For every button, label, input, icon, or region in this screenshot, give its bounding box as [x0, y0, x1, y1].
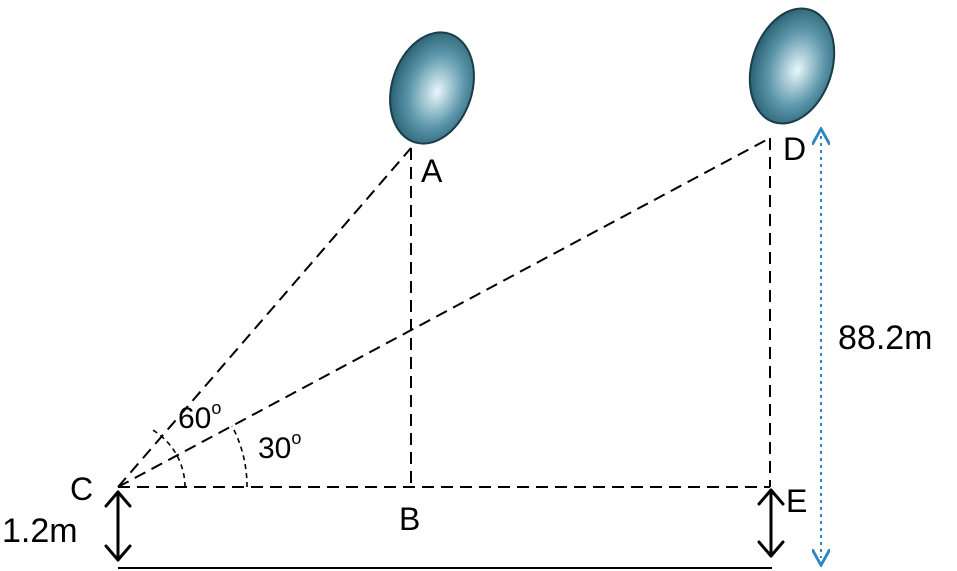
degree-mark-60: o: [211, 398, 221, 418]
balloon-d: [748, 7, 836, 125]
arc-60: [150, 428, 186, 488]
balloon-height-label: 88.2m: [838, 319, 933, 357]
label-point-b: B: [399, 501, 420, 537]
label-point-e: E: [786, 483, 807, 519]
label-point-d: D: [783, 131, 806, 167]
angle-label-30: 30o: [258, 428, 301, 465]
balloon-a: [389, 31, 475, 145]
arc-30: [231, 425, 248, 488]
label-point-a: A: [421, 153, 443, 189]
angle-arcs: [150, 425, 248, 488]
label-point-c: C: [70, 471, 93, 507]
degree-mark-30: o: [291, 428, 301, 448]
observer-height-arrow-e: [757, 488, 785, 558]
angle-label-60: 60o: [178, 398, 221, 435]
observer-height-arrow-c: [104, 490, 132, 562]
observer-height-label: 1.2m: [2, 512, 78, 550]
line-cd: [117, 137, 771, 488]
construction-lines: [117, 137, 771, 488]
